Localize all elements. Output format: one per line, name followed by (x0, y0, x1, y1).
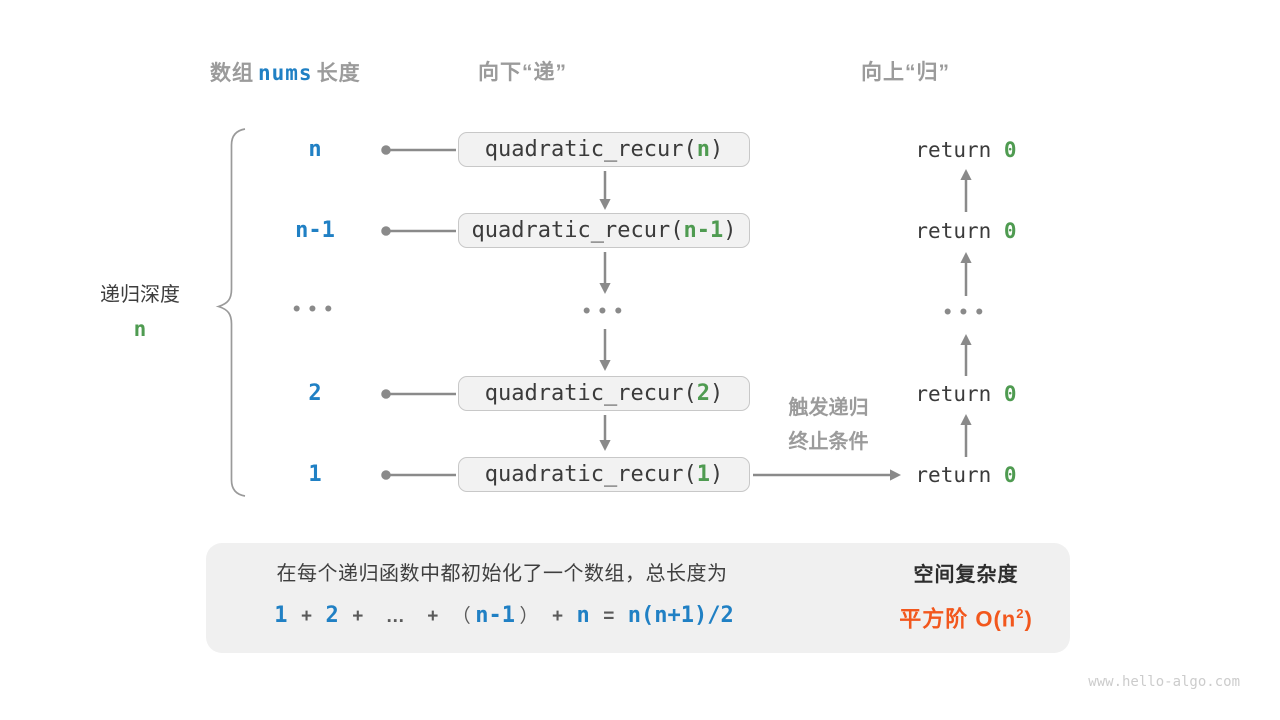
return-keyword: return (915, 138, 992, 162)
space-complexity-value: 平方阶 O(n2) (856, 599, 1076, 632)
depth-label-n: n (308, 137, 322, 162)
formula-operator: + (427, 606, 439, 627)
formula-term: n-1 (475, 603, 516, 628)
formula-ellipsis: … (385, 606, 405, 627)
summary-formula: 1 + 2 + … + （ n-1 ） + n = n(n+1)/2 (206, 601, 802, 631)
call-arg: 2 (696, 381, 710, 406)
formula-term: n (576, 603, 590, 628)
header-array-length-post: 长度 (316, 62, 361, 85)
return-statement: return 0 (901, 380, 1031, 408)
formula-term: 2 (325, 603, 339, 628)
call-fn: quadratic_recur( (484, 137, 697, 162)
recursion-depth-value: n (133, 317, 147, 341)
complexity-prefix: 平方阶 O(n (899, 606, 1017, 632)
formula-term: 1 (274, 603, 288, 628)
call-close: ) (709, 381, 724, 406)
call-box-n-1: quadratic_recur(n-1) (458, 213, 750, 248)
call-box-1: quadratic_recur(1) (458, 457, 750, 492)
watermark: www.hello-algo.com (1088, 674, 1240, 690)
call-close: ) (709, 137, 724, 162)
ellipsis-middle: ••• (581, 302, 629, 322)
depth-label-n-1: n-1 (295, 218, 335, 243)
call-fn: quadratic_recur( (484, 462, 697, 487)
call-arg: n-1 (683, 218, 724, 243)
header-recurse-down: 向下“递” (478, 61, 567, 84)
formula-operator: + (352, 606, 364, 627)
call-fn: quadratic_recur( (484, 381, 697, 406)
formula-paren: （ (451, 606, 471, 627)
call-close: ) (709, 462, 724, 487)
return-statement: return 0 (901, 217, 1031, 245)
return-value: 0 (1003, 219, 1017, 243)
trigger-label-line1: 触发递归 (788, 397, 869, 419)
complexity-suffix: ) (1024, 606, 1033, 632)
recursion-depth-brace (215, 128, 246, 497)
ellipsis-right: ••• (942, 303, 990, 323)
summary-text: 在每个递归函数中都初始化了一个数组，总长度为 (276, 563, 728, 585)
call-arg: 1 (696, 462, 710, 487)
return-statement: return 0 (901, 136, 1031, 164)
call-box-n: quadratic_recur(n) (458, 132, 750, 167)
return-keyword: return (915, 463, 992, 487)
header-array-length-pre: 数组 (210, 62, 254, 85)
call-fn: quadratic_recur( (471, 218, 684, 243)
return-value: 0 (1003, 138, 1017, 162)
trigger-label-line2: 终止条件 (788, 431, 869, 453)
base-case-arrow (753, 469, 901, 481)
connector-lines (381, 145, 456, 480)
call-arg: n (696, 137, 710, 162)
formula-paren: ） (519, 606, 539, 627)
call-close: ) (723, 218, 737, 243)
space-complexity-title: 空间复杂度 (913, 564, 1019, 586)
call-box-2: quadratic_recur(2) (458, 376, 750, 411)
return-value: 0 (1003, 382, 1017, 406)
summary-panel (206, 543, 1070, 653)
return-value: 0 (1003, 463, 1017, 487)
return-keyword: return (915, 219, 992, 243)
header-return-up: 向上“归” (861, 61, 950, 84)
recursion-depth-title: 递归深度 (100, 284, 180, 306)
header-nums-code: nums (258, 61, 313, 85)
formula-operator: + (551, 606, 564, 627)
return-statement: return 0 (901, 461, 1031, 489)
ellipsis-left: ••• (291, 300, 339, 320)
complexity-exponent: 2 (1016, 606, 1025, 621)
formula-result: n(n+1)/2 (627, 603, 734, 628)
depth-label-1: 1 (308, 462, 322, 487)
formula-operator: + (300, 606, 313, 627)
return-keyword: return (915, 382, 992, 406)
formula-operator: = (603, 606, 615, 627)
depth-label-2: 2 (308, 381, 322, 406)
